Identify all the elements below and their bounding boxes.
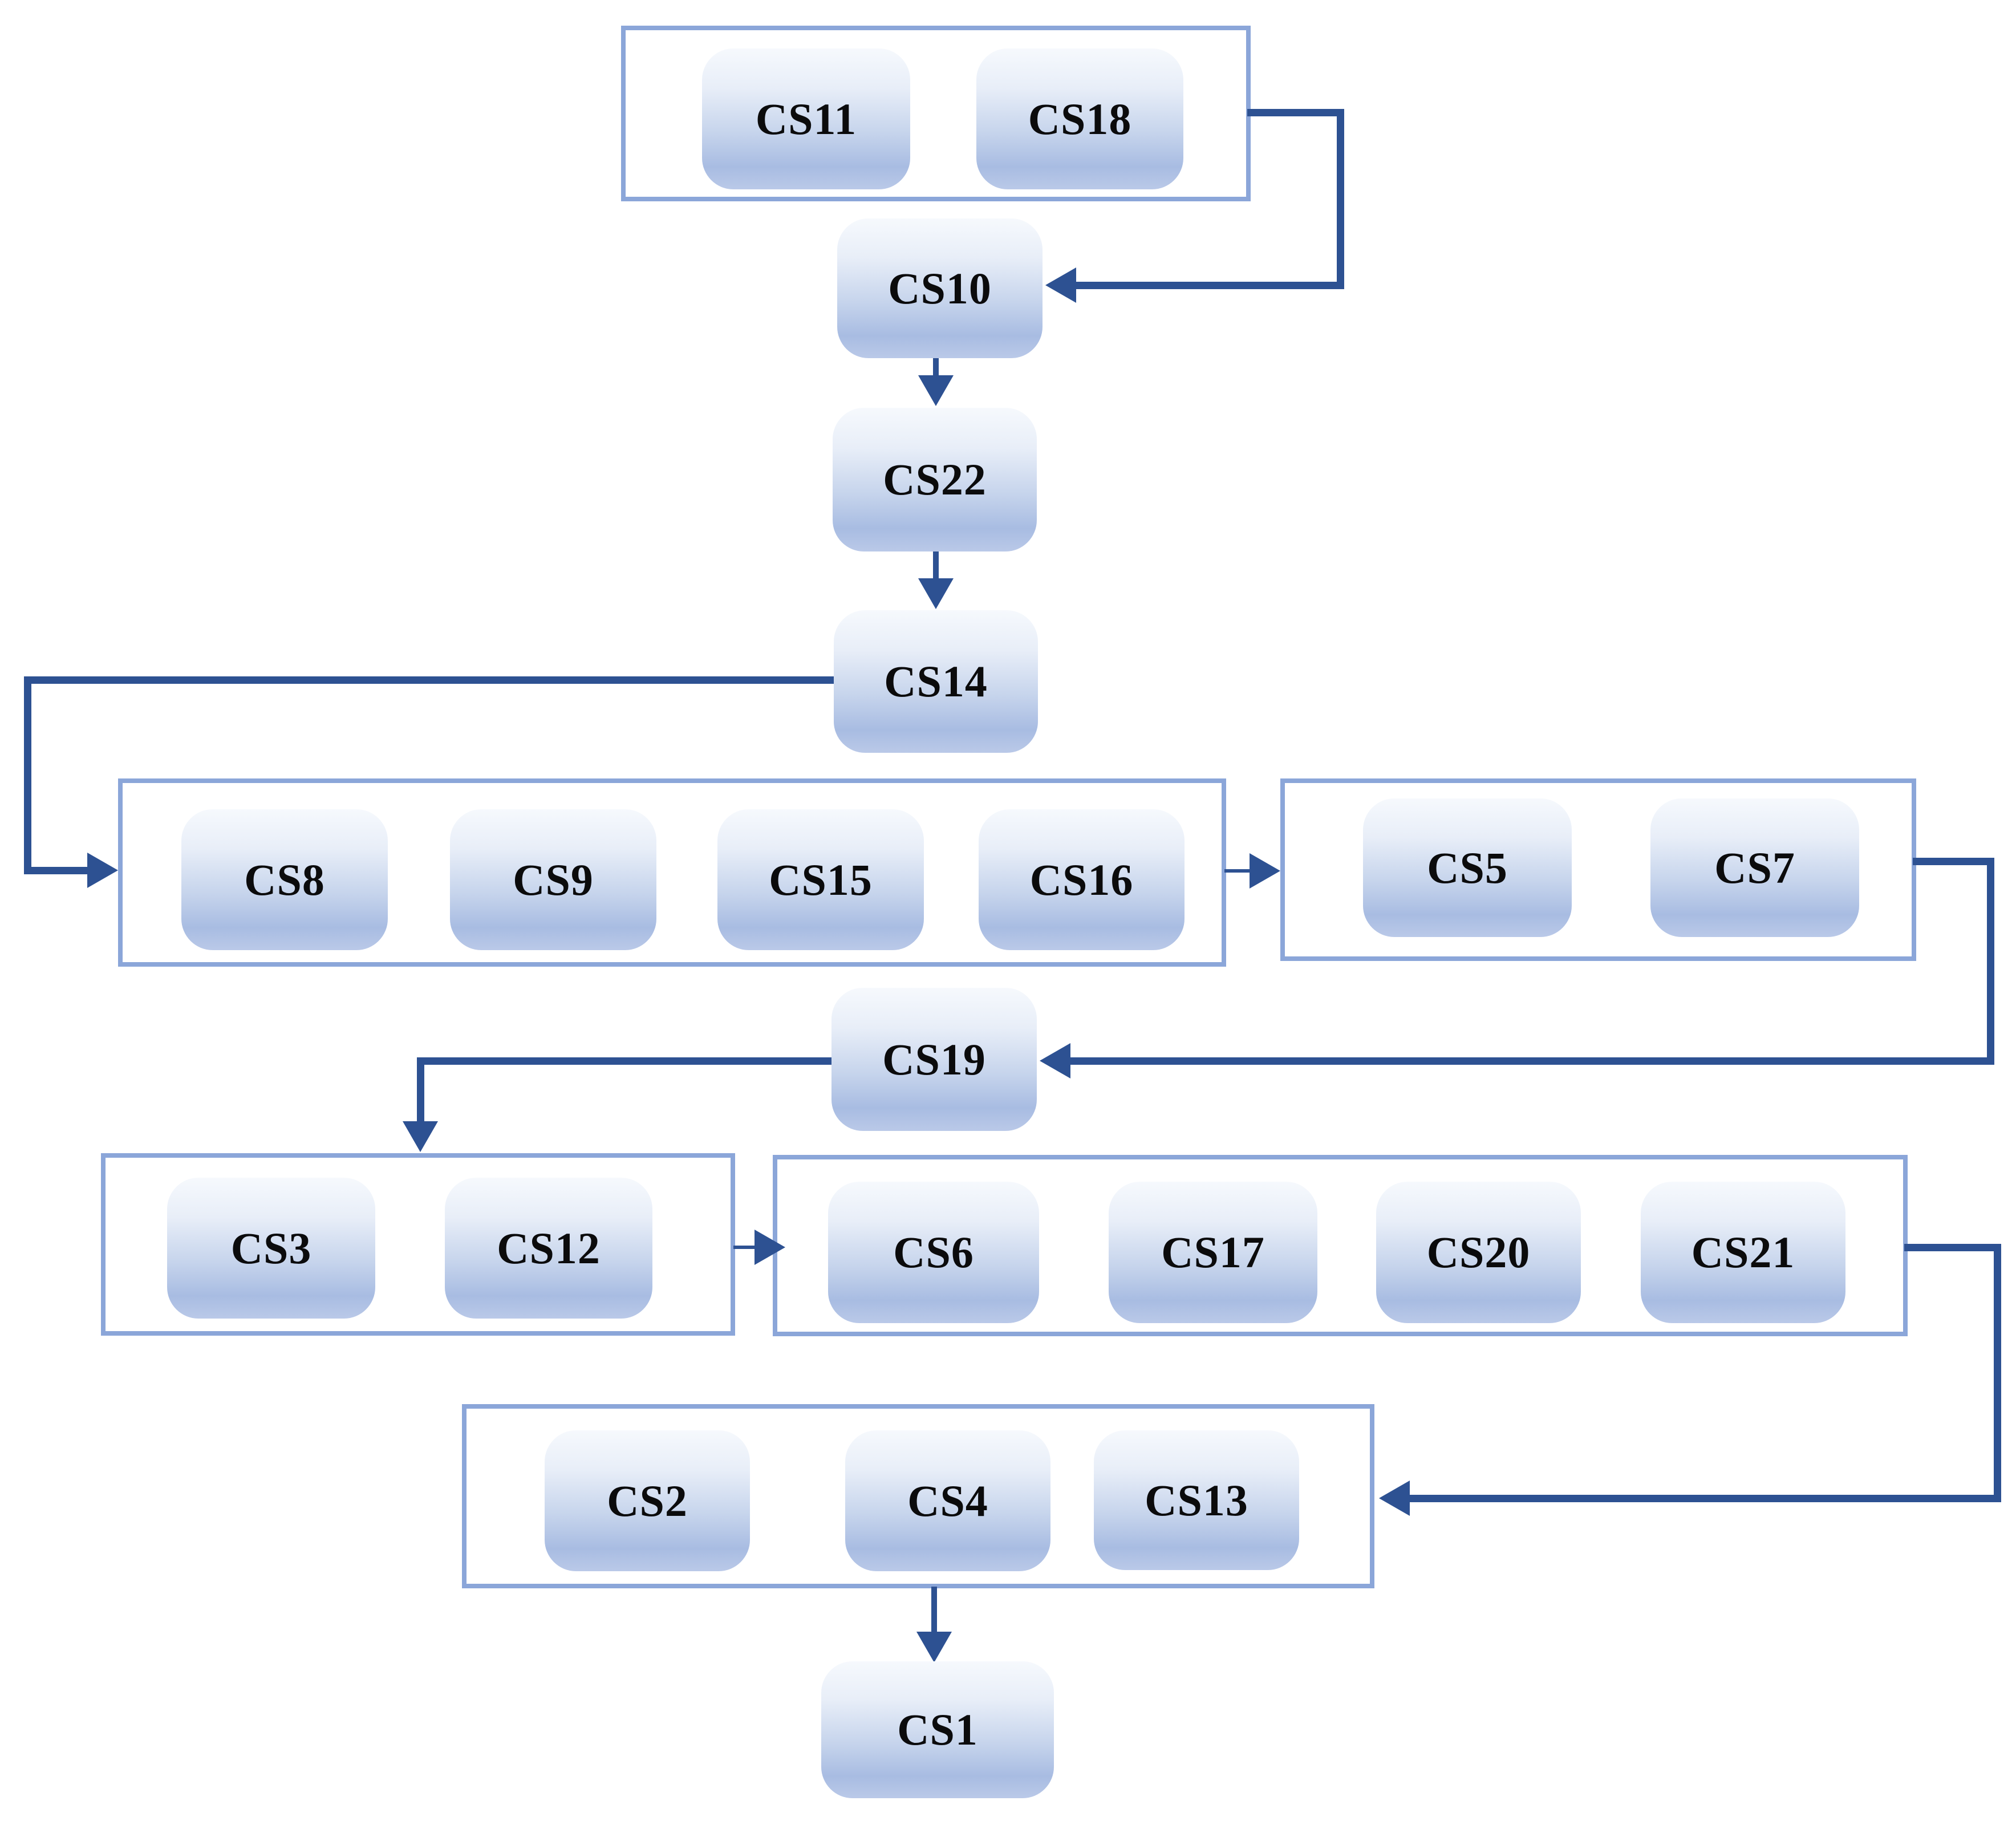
low-right-to-bottom-group-arrowhead <box>1379 1481 1410 1516</box>
node-cs9-label: CS9 <box>513 854 594 905</box>
top-group-to-cs10-arrowhead <box>1045 267 1076 303</box>
node-cs8-label: CS8 <box>244 854 325 905</box>
node-cs20: CS20 <box>1376 1182 1581 1323</box>
node-cs17: CS17 <box>1109 1182 1317 1323</box>
node-cs13-label: CS13 <box>1145 1475 1248 1525</box>
cs22-to-cs14-arrowhead <box>918 578 954 609</box>
node-cs6: CS6 <box>828 1182 1039 1323</box>
node-cs17-label: CS17 <box>1161 1227 1265 1277</box>
node-cs11: CS11 <box>702 48 910 189</box>
cs19-to-low-left-group-arrowhead <box>403 1121 438 1152</box>
mid-left-to-mid-right-arrowhead <box>1250 853 1280 889</box>
node-cs9: CS9 <box>450 809 656 950</box>
mid-right-to-cs19-segment <box>1986 857 1994 1065</box>
node-cs18-label: CS18 <box>1028 94 1132 144</box>
node-cs4: CS4 <box>845 1430 1050 1571</box>
mid-right-to-cs19-arrowhead <box>1040 1043 1070 1078</box>
mid-right-to-cs19-segment <box>1912 857 1994 865</box>
node-cs7-label: CS7 <box>1714 842 1795 893</box>
node-cs1-label: CS1 <box>897 1705 978 1754</box>
cs22-to-cs14-segment <box>933 549 939 582</box>
node-cs21: CS21 <box>1641 1182 1845 1323</box>
node-cs22-label: CS22 <box>883 455 987 504</box>
node-cs13: CS13 <box>1094 1430 1299 1570</box>
low-right-to-bottom-group-segment <box>1904 1243 2001 1251</box>
node-cs2-label: CS2 <box>607 1475 688 1526</box>
cs10-to-cs22-segment <box>933 355 939 379</box>
top-group-to-cs10-segment <box>1071 281 1344 289</box>
top-group-to-cs10-segment <box>1336 108 1344 289</box>
node-cs3-label: CS3 <box>230 1223 312 1273</box>
node-cs19-label: CS19 <box>882 1034 986 1084</box>
node-cs19: CS19 <box>831 988 1037 1131</box>
cs10-to-cs22-arrowhead <box>918 375 954 406</box>
node-cs4-label: CS4 <box>907 1475 988 1526</box>
node-cs3: CS3 <box>167 1178 375 1319</box>
node-cs2: CS2 <box>545 1430 750 1571</box>
cs14-to-mid-left-group-segment <box>23 676 838 684</box>
node-cs14: CS14 <box>834 610 1038 753</box>
low-right-to-bottom-group-segment <box>1405 1494 2001 1502</box>
node-cs15-label: CS15 <box>769 854 873 905</box>
node-cs10: CS10 <box>837 218 1043 358</box>
node-cs1: CS1 <box>821 1661 1054 1798</box>
node-cs12-label: CS12 <box>497 1223 601 1273</box>
node-cs21-label: CS21 <box>1691 1227 1795 1277</box>
node-cs5-label: CS5 <box>1427 842 1508 893</box>
cs19-to-low-left-group-segment <box>416 1057 424 1126</box>
node-cs20-label: CS20 <box>1426 1227 1531 1277</box>
node-cs8: CS8 <box>181 809 388 950</box>
cs14-to-mid-left-group-segment <box>23 866 92 874</box>
node-cs5: CS5 <box>1363 798 1572 937</box>
low-left-to-low-right-arrowhead <box>755 1230 785 1265</box>
cs19-to-low-left-group-segment <box>416 1057 835 1065</box>
node-cs14-label: CS14 <box>884 656 988 706</box>
node-cs16-label: CS16 <box>1029 854 1134 905</box>
node-cs18: CS18 <box>976 48 1183 189</box>
bottom-group-to-cs1-segment <box>931 1587 937 1636</box>
node-cs10-label: CS10 <box>888 263 992 313</box>
cs14-to-mid-left-group-segment <box>23 676 31 874</box>
mid-left-to-mid-right-segment <box>1224 869 1252 873</box>
node-cs7: CS7 <box>1650 798 1859 937</box>
node-cs16: CS16 <box>979 809 1185 950</box>
top-group-to-cs10-segment <box>1247 108 1344 116</box>
mid-right-to-cs19-segment <box>1065 1057 1994 1065</box>
low-right-to-bottom-group-segment <box>1993 1243 2001 1502</box>
bottom-group-to-cs1-arrowhead <box>916 1632 952 1662</box>
node-cs11-label: CS11 <box>755 94 857 144</box>
cs14-to-mid-left-group-arrowhead <box>87 853 118 888</box>
low-left-to-low-right-segment <box>733 1246 757 1249</box>
node-cs6-label: CS6 <box>893 1227 974 1277</box>
node-cs12: CS12 <box>445 1178 652 1319</box>
node-cs22: CS22 <box>833 408 1037 551</box>
node-cs15: CS15 <box>717 809 924 950</box>
